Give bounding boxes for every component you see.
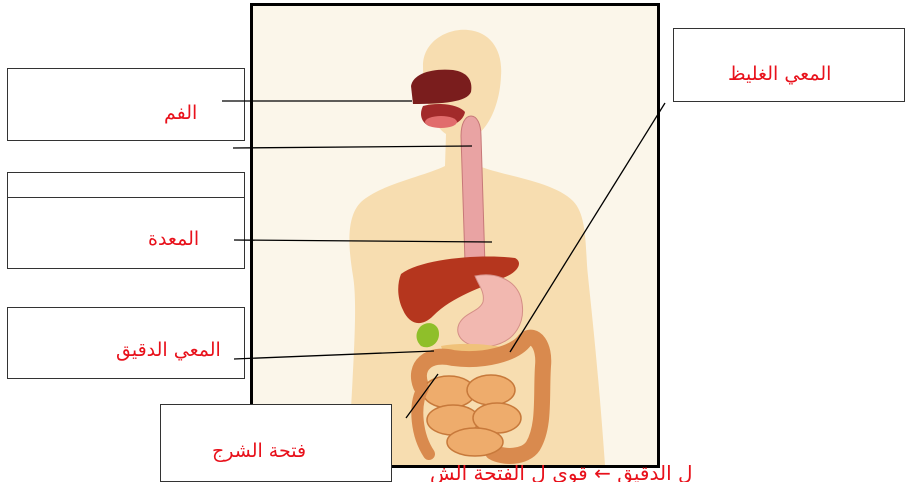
bottom-caption-partial: ل الدقيق ← قوي ل الفتحة الش <box>430 461 693 482</box>
nasal-cavity <box>411 70 471 104</box>
tongue <box>425 116 457 128</box>
label-anus: فتحة الشرج <box>212 440 306 462</box>
label-box-stomach <box>7 197 245 269</box>
body-illustration <box>253 6 657 465</box>
label-box-mouth <box>7 68 245 141</box>
digestive-system-figure <box>250 3 660 468</box>
label-small-intestine: المعي الدقيق <box>116 339 221 361</box>
label-mouth: الفم <box>164 102 197 124</box>
label-stomach: المعدة <box>148 228 199 250</box>
label-large-intestine: المعي الغليظ <box>728 63 831 85</box>
